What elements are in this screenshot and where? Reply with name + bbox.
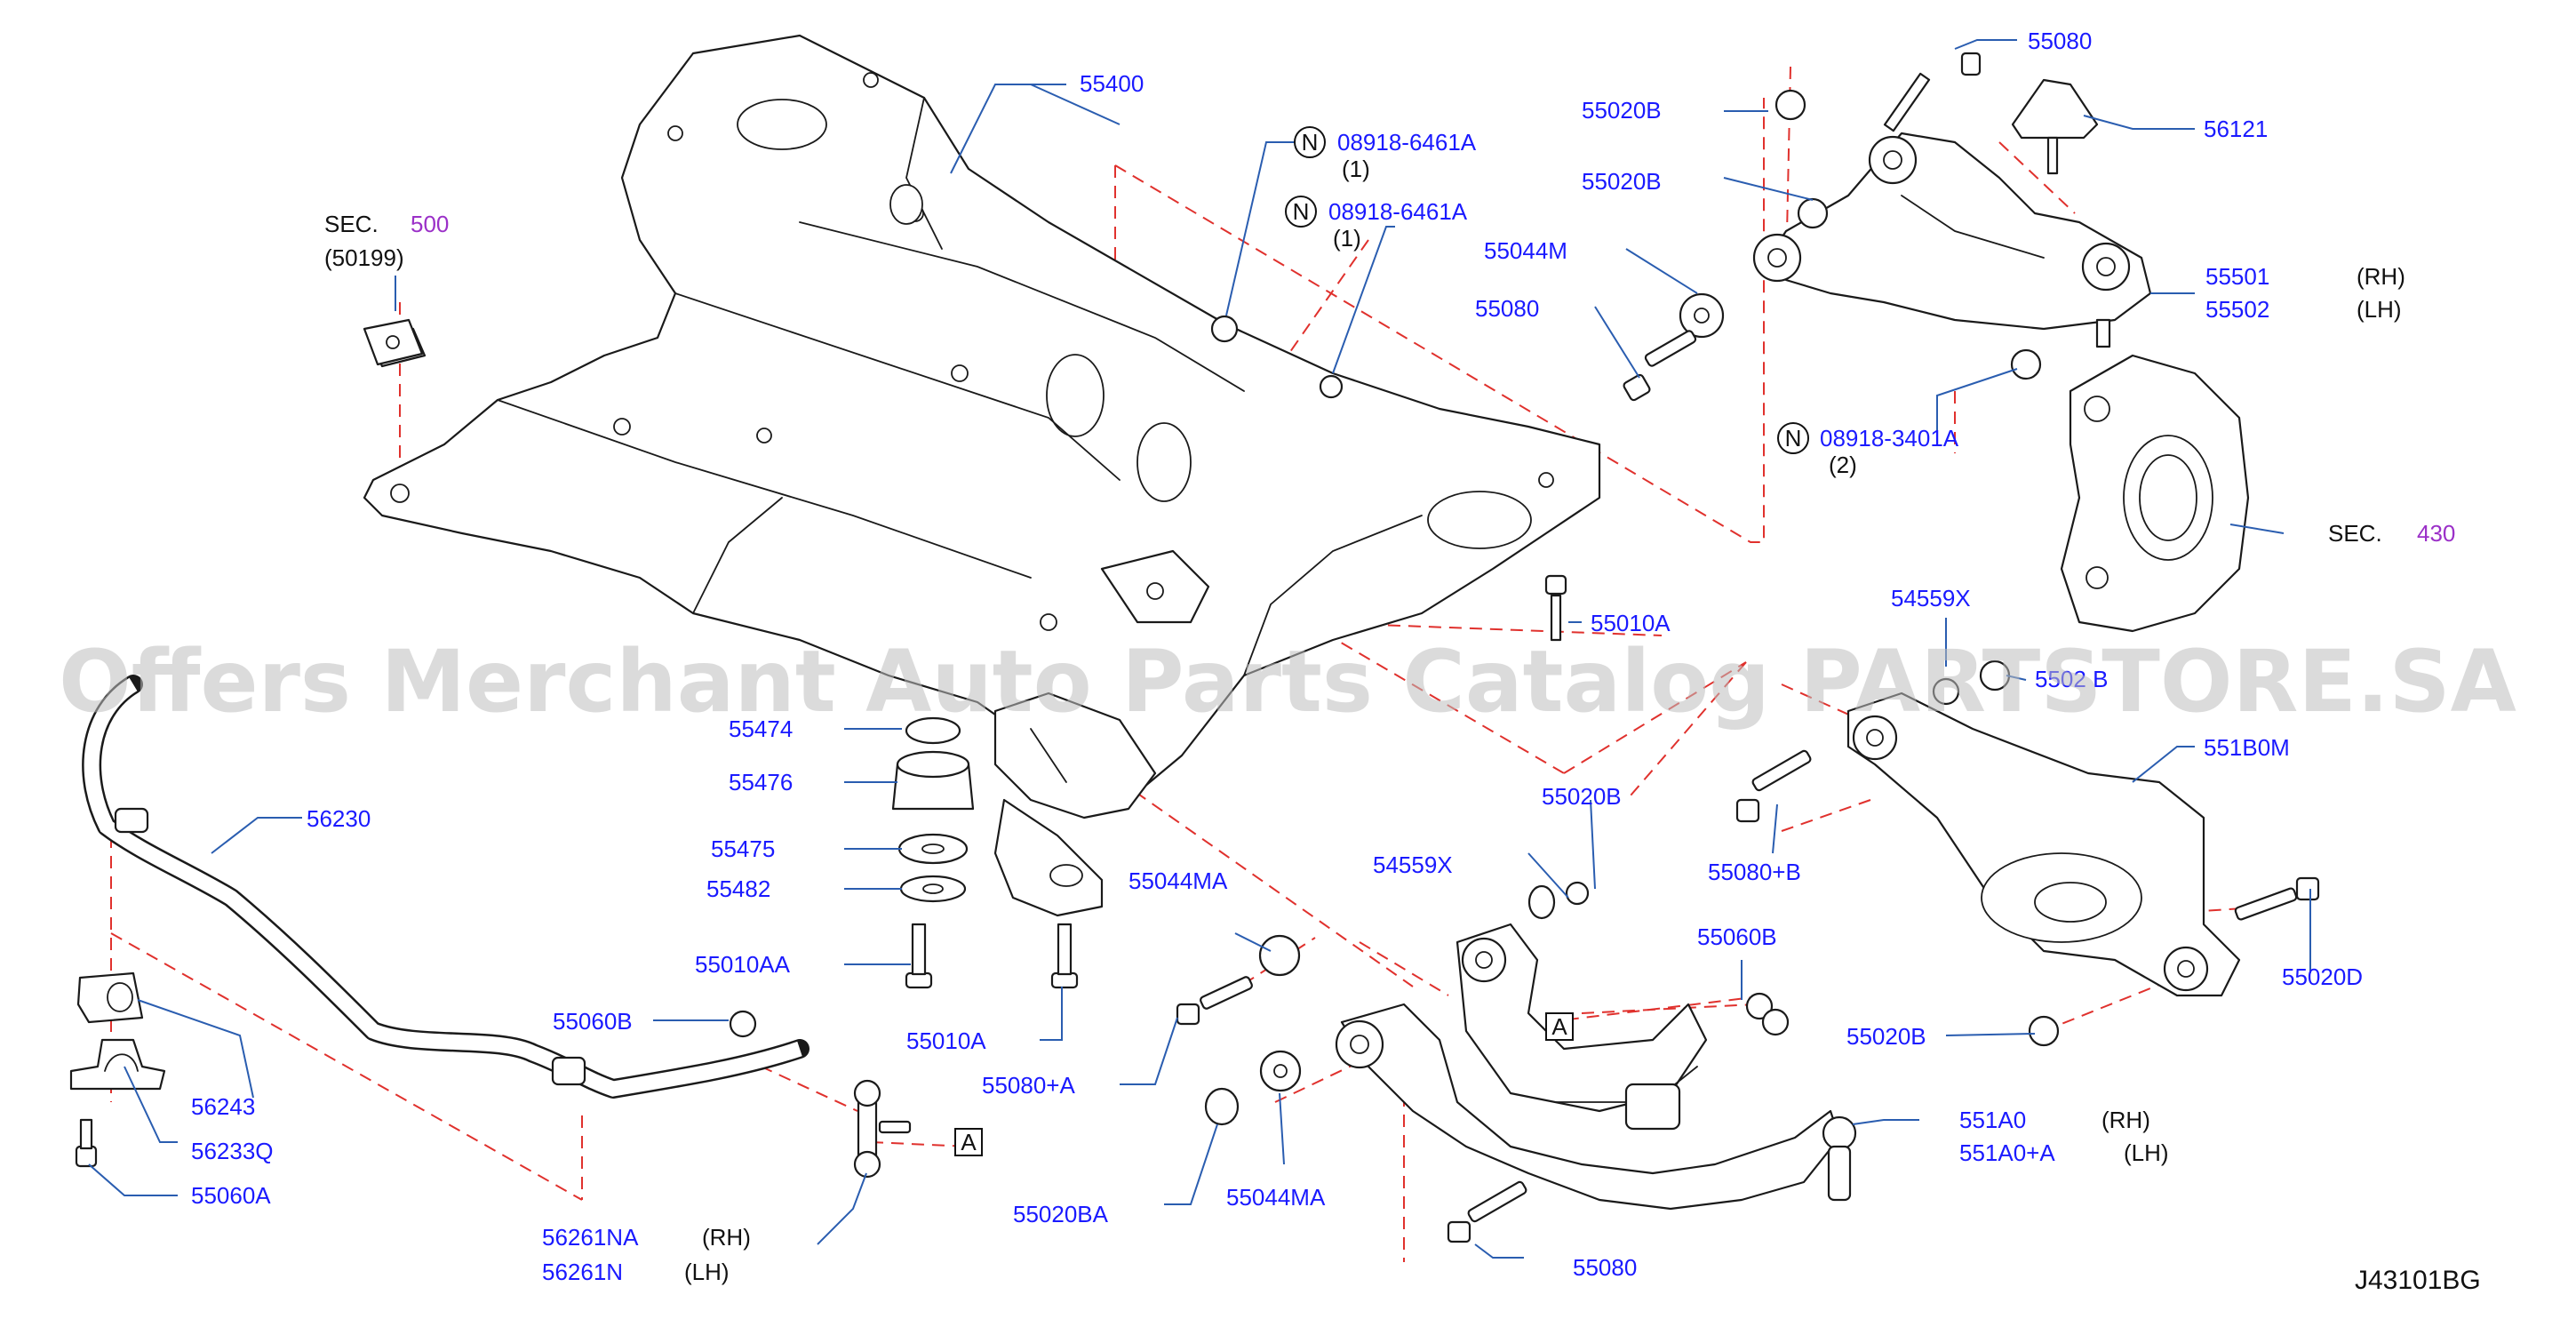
label-55020b-5[interactable]: 55020B [1846, 1023, 1926, 1050]
sec-500-part [363, 318, 424, 366]
label-55020ba[interactable]: 55020BA [1013, 1201, 1109, 1227]
n-badge-2: N [1285, 196, 1317, 228]
transverse-link [1335, 923, 1857, 1211]
label-551b0m[interactable]: 551B0M [2204, 734, 2290, 761]
qty-08918-6461a-1: (1) [1342, 156, 1370, 182]
label-5502-b[interactable]: 5502 B [2035, 666, 2108, 692]
label-551a0a[interactable]: 551A0+A [1959, 1139, 2055, 1166]
front-suspension-member [363, 34, 1601, 917]
section-ref-500[interactable]: SEC. 500 (50199) [324, 211, 449, 271]
side-55502: (LH) [2357, 296, 2402, 323]
side-56261na: (RH) [702, 1224, 751, 1251]
qty-08918-3401a: (2) [1829, 452, 1857, 478]
sec-500-prefix: SEC. [324, 211, 379, 237]
section-ref-430[interactable]: SEC. 430 [2328, 520, 2455, 547]
label-55502[interactable]: 55502 [2205, 296, 2269, 323]
label-55482[interactable]: 55482 [706, 875, 770, 902]
stabilizer-clamp [69, 1038, 166, 1091]
label-55060a[interactable]: 55060A [191, 1182, 271, 1209]
callout-labels: 55400 08918-6461A (1) 08918-6461A (1) 55… [191, 28, 2405, 1285]
stabilizer-bar [82, 675, 809, 1099]
label-55020d[interactable]: 55020D [2282, 963, 2363, 990]
label-55080b[interactable]: 55080+B [1708, 859, 1801, 885]
label-54559x-2[interactable]: 54559X [1373, 851, 1453, 878]
label-55020b-4[interactable]: 55020B [1542, 783, 1622, 810]
label-56261na[interactable]: 56261NA [542, 1224, 639, 1251]
label-55080-1[interactable]: 55080 [1475, 295, 1539, 322]
ref-box-a-upper: A [1545, 1012, 1574, 1041]
sec-430-prefix: SEC. [2328, 520, 2382, 547]
label-55476[interactable]: 55476 [729, 769, 793, 795]
watermark-text: Offers Merchant Auto Parts Catalog PARTS… [59, 632, 2516, 731]
label-55080a[interactable]: 55080+A [982, 1072, 1075, 1099]
label-55501[interactable]: 55501 [2205, 263, 2269, 290]
label-55080-top[interactable]: 55080 [2028, 28, 2092, 54]
n-badge-3: N [1777, 422, 1809, 454]
label-55010aa[interactable]: 55010AA [695, 951, 791, 978]
n-badge-2-label: N [1293, 198, 1310, 225]
sec-430-number[interactable]: 430 [2417, 520, 2455, 547]
label-56233q[interactable]: 56233Q [191, 1138, 274, 1164]
diagram-code: J43101BG [2355, 1266, 2481, 1295]
label-08918-6461a-1[interactable]: 08918-6461A [1337, 129, 1477, 156]
label-08918-3401a[interactable]: 08918-3401A [1820, 425, 1959, 452]
label-55020b-1[interactable]: 55020B [1582, 97, 1662, 124]
side-551a0: (RH) [2101, 1107, 2150, 1133]
label-55474[interactable]: 55474 [729, 715, 793, 742]
label-56243[interactable]: 56243 [191, 1093, 255, 1120]
rebound-bumper [2011, 78, 2099, 175]
side-56261n: (LH) [684, 1259, 730, 1285]
label-551a0[interactable]: 551A0 [1959, 1107, 2026, 1133]
ref-box-a-upper-label: A [1551, 1013, 1567, 1040]
fasteners [367, 52, 2320, 1243]
stabilizer-connecting-rod [853, 1079, 912, 1179]
member-mount-stack [891, 716, 1079, 989]
stabilizer-bushing [76, 971, 144, 1024]
label-55400[interactable]: 55400 [1080, 70, 1144, 97]
qty-08918-6461a-2: (1) [1333, 225, 1361, 252]
n-badge-1: N [1294, 126, 1326, 158]
label-55475[interactable]: 55475 [711, 835, 775, 862]
label-55044ma-1[interactable]: 55044MA [1128, 867, 1228, 894]
n-badge-1-label: N [1302, 129, 1319, 156]
label-55060b-1[interactable]: 55060B [1697, 923, 1777, 950]
steering-knuckle [2060, 354, 2250, 633]
label-55060b-2[interactable]: 55060B [553, 1008, 633, 1035]
label-55044ma-2[interactable]: 55044MA [1226, 1184, 1326, 1211]
lower-link-rear [1846, 691, 2241, 997]
ref-box-a-lower: A [954, 1128, 983, 1156]
label-55010a-1[interactable]: 55010A [1591, 610, 1671, 636]
leader-lines [88, 39, 2311, 1259]
label-56230[interactable]: 56230 [307, 805, 371, 832]
label-08918-6461a-2[interactable]: 08918-6461A [1328, 198, 1468, 225]
upper-link [1752, 132, 2152, 348]
label-56121[interactable]: 56121 [2204, 116, 2268, 142]
ref-box-a-lower-label: A [961, 1129, 977, 1155]
label-55020b-2[interactable]: 55020B [1582, 168, 1662, 195]
label-54559x-1[interactable]: 54559X [1891, 585, 1971, 612]
label-56261n[interactable]: 56261N [542, 1259, 623, 1285]
sec-500-number[interactable]: 500 [411, 211, 449, 237]
sec-500-sub: (50199) [324, 244, 404, 271]
label-55010a-2[interactable]: 55010A [906, 1027, 986, 1054]
clamp-bolt [75, 1118, 98, 1168]
side-55501: (RH) [2357, 263, 2405, 290]
side-551a0a: (LH) [2124, 1139, 2169, 1166]
label-55044m[interactable]: 55044M [1484, 237, 1567, 264]
label-55080-bottom[interactable]: 55080 [1573, 1254, 1637, 1281]
n-badge-3-label: N [1785, 425, 1802, 452]
